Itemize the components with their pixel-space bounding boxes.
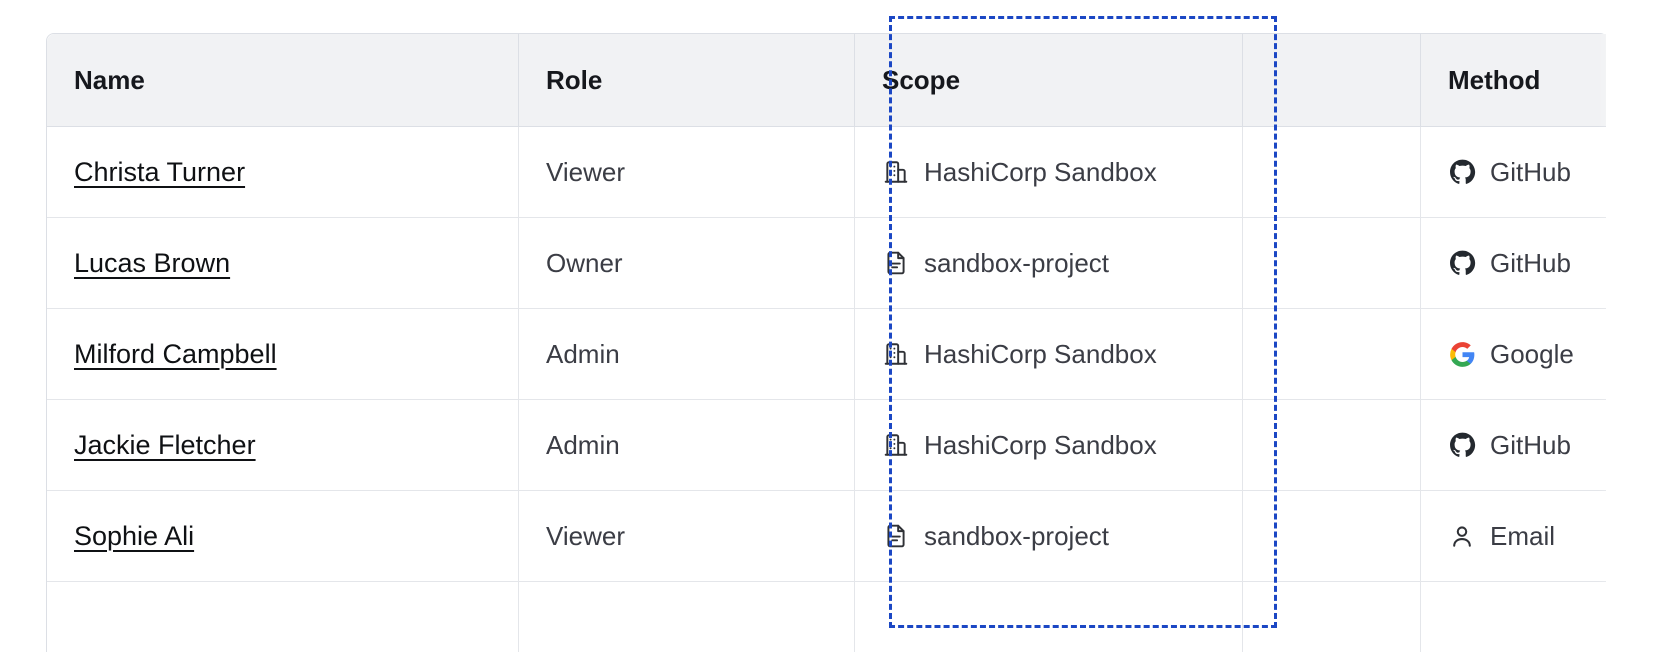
users-table: Name Role Scope Method Christa Turner Vi… <box>46 33 1606 652</box>
scope-label: sandbox-project <box>924 247 1109 278</box>
cell-name: Sophie Ali <box>47 491 519 582</box>
cell-name: Jackie Fletcher <box>47 400 519 491</box>
scope-label: HashiCorp Sandbox <box>924 156 1157 187</box>
method-label: GitHub <box>1490 429 1571 460</box>
method-label: Google <box>1490 338 1574 369</box>
cell-name <box>47 582 519 652</box>
table-header-row: Name Role Scope Method <box>47 34 1606 127</box>
cell-scope <box>855 582 1243 652</box>
cell-method: Google <box>1421 309 1606 400</box>
table-row: Milford Campbell Admin <box>47 309 1606 400</box>
table-body: Christa Turner Viewer <box>47 127 1606 652</box>
cell-role: Owner <box>519 218 855 309</box>
user-name-link[interactable]: Lucas Brown <box>74 247 231 278</box>
method-label: GitHub <box>1490 156 1571 187</box>
scope-label: HashiCorp Sandbox <box>924 338 1157 369</box>
cell-scope: HashiCorp Sandbox <box>855 127 1243 218</box>
github-icon <box>1448 158 1476 186</box>
github-icon <box>1448 431 1476 459</box>
column-header-scope[interactable]: Scope <box>855 34 1243 127</box>
column-header-spacer <box>1243 34 1421 127</box>
cell-spacer <box>1243 309 1421 400</box>
cell-method: GitHub <box>1421 218 1606 309</box>
cell-role: Admin <box>519 309 855 400</box>
cell-method: GitHub <box>1421 127 1606 218</box>
method-label: GitHub <box>1490 247 1571 278</box>
column-header-method[interactable]: Method <box>1421 34 1606 127</box>
method-icon-partial <box>1448 613 1476 641</box>
cell-method <box>1421 582 1606 652</box>
scope-label: HashiCorp Sandbox <box>924 429 1157 460</box>
column-header-role[interactable]: Role <box>519 34 855 127</box>
cell-spacer <box>1243 582 1421 652</box>
organization-building-icon <box>882 431 910 459</box>
cell-spacer <box>1243 400 1421 491</box>
scope-label: sandbox-project <box>924 520 1109 551</box>
method-label: Email <box>1490 520 1556 551</box>
table-row: Sophie Ali Viewer sa <box>47 491 1606 582</box>
user-person-icon <box>1448 522 1476 550</box>
project-document-icon <box>882 522 910 550</box>
github-icon <box>1448 249 1476 277</box>
users-table-container: Name Role Scope Method Christa Turner Vi… <box>46 33 1606 652</box>
user-name-link[interactable]: Sophie Ali <box>74 520 195 551</box>
table-row <box>47 582 1606 652</box>
column-header-name[interactable]: Name <box>47 34 519 127</box>
project-document-icon <box>882 249 910 277</box>
cell-scope: HashiCorp Sandbox <box>855 400 1243 491</box>
cell-role: Viewer <box>519 491 855 582</box>
table-row: Christa Turner Viewer <box>47 127 1606 218</box>
cell-scope: sandbox-project <box>855 491 1243 582</box>
google-icon <box>1448 340 1476 368</box>
user-name-link[interactable]: Christa Turner <box>74 156 246 187</box>
cell-scope: HashiCorp Sandbox <box>855 309 1243 400</box>
cell-scope: sandbox-project <box>855 218 1243 309</box>
cell-spacer <box>1243 218 1421 309</box>
cell-role: Admin <box>519 400 855 491</box>
right-edge-fade <box>1598 0 1672 652</box>
cell-name: Milford Campbell <box>47 309 519 400</box>
cell-role: Viewer <box>519 127 855 218</box>
table-header: Name Role Scope Method <box>47 34 1606 127</box>
cell-spacer <box>1243 127 1421 218</box>
cell-method: Email <box>1421 491 1606 582</box>
cell-spacer <box>1243 491 1421 582</box>
cell-name: Christa Turner <box>47 127 519 218</box>
table-row: Jackie Fletcher Admin <box>47 400 1606 491</box>
table-row: Lucas Brown Owner sa <box>47 218 1606 309</box>
scope-icon-partial <box>882 613 910 641</box>
cell-role <box>519 582 855 652</box>
organization-building-icon <box>882 158 910 186</box>
user-name-link[interactable]: Milford Campbell <box>74 338 277 369</box>
user-name-link[interactable]: Jackie Fletcher <box>74 429 256 460</box>
cell-method: GitHub <box>1421 400 1606 491</box>
cell-name: Lucas Brown <box>47 218 519 309</box>
organization-building-icon <box>882 340 910 368</box>
